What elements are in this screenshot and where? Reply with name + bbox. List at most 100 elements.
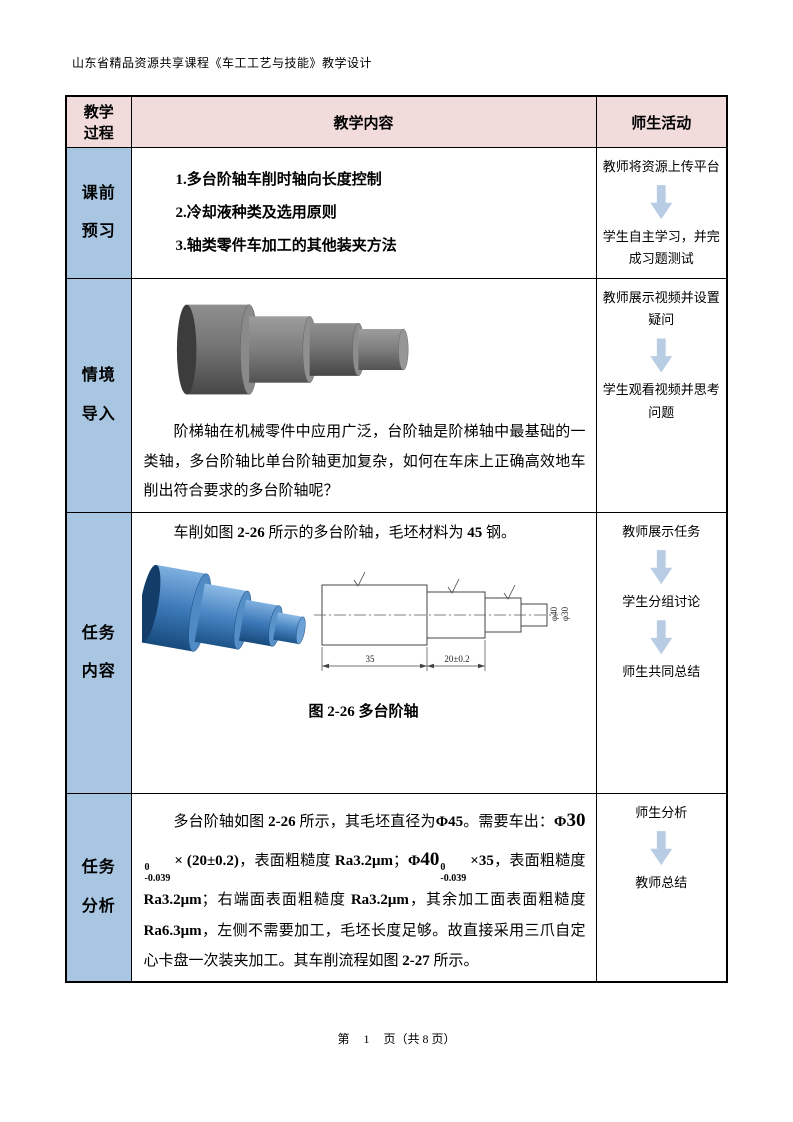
figure-row: 35 20±0.2 φ40 φ30: [141, 556, 596, 694]
activity-cell-task-content: 教师展示任务 学生分组讨论 师生共同总结: [595, 512, 728, 795]
table-header-row: 教学过程 教学内容 师生活动: [65, 95, 728, 148]
stage-label: 任务分析: [81, 859, 116, 915]
text-run: 所示的多台阶轴，毛坯材料为: [264, 525, 468, 542]
text-run: Ra6.3μm: [143, 922, 202, 939]
gray-shaft-svg: [176, 304, 408, 395]
down-arrow-icon: [650, 550, 673, 585]
text-run: 所示。: [429, 953, 479, 970]
text-run: 35: [478, 852, 494, 869]
text-run: ，表面粗糙度: [493, 852, 586, 869]
preview-item-2: 2.冷却液种类及选用原则: [175, 204, 337, 221]
table-row-task-content: 任务内容 车削如图 2-26 所示的多台阶轴，毛坯材料为 45 钢。: [65, 512, 728, 795]
tolerance-lower: -0.039: [144, 873, 171, 885]
tolerance-upper: 0: [144, 861, 150, 873]
text-run: 多台阶轴如图: [173, 814, 269, 831]
text-run: ；: [392, 852, 408, 869]
content-cell-task-content: 车削如图 2-26 所示的多台阶轴，毛坯材料为 45 钢。: [130, 512, 597, 795]
text-run: 20±0.2): [191, 852, 239, 869]
activity-step: 学生观看视频并思考问题: [602, 382, 720, 420]
text-run: Φ45: [435, 814, 464, 831]
document-header: 山东省精品资源共享课程《车工工艺与技能》教学设计: [72, 56, 373, 70]
dimension-value: 40: [420, 848, 440, 870]
text-run: 45: [467, 525, 483, 542]
gray-stepped-shaft-image: [170, 289, 596, 416]
page-number: 1: [363, 1032, 370, 1046]
blue-stepped-shaft-image: [141, 564, 306, 652]
diameter-label: φ40: [549, 606, 559, 621]
table-row-preview: 课前预习 1.多台阶轴车削时轴向长度控制 2.冷却液种类及选用原则 3.轴类零件…: [65, 146, 728, 280]
figure-ref: 2-26: [268, 814, 296, 831]
activity-flow: 教师展示视频并设置疑问 学生观看视频并思考问题: [597, 280, 726, 432]
figure-ref: 2-27: [402, 953, 430, 970]
technical-drawing: 35 20±0.2 φ40 φ30: [313, 571, 570, 671]
activity-step: 学生分组讨论: [622, 594, 701, 610]
diameter-label: φ30: [560, 606, 570, 621]
preview-list: 1.多台阶轴车削时轴向长度控制 2.冷却液种类及选用原则 3.轴类零件车加工的其…: [132, 164, 595, 263]
down-arrow-icon: [650, 185, 673, 220]
stage-cell-preview: 课前预习: [65, 146, 132, 280]
preview-item-1: 1.多台阶轴车削时轴向长度控制: [175, 171, 382, 188]
text-run: ，左侧不需要加工，毛坯长度足够。故直接采用三爪自定心卡盘一次装夹加工。其车削流程…: [143, 922, 586, 970]
activity-step: 学生自主学习，并完成习题测试: [602, 229, 720, 267]
preview-item-3: 3.轴类零件车加工的其他装夹方法: [175, 237, 397, 254]
text-run: 。需要车出：: [463, 814, 555, 831]
activity-step: 教师展示任务: [622, 524, 701, 540]
text-run: ；右端面表面粗糙度: [201, 891, 351, 908]
col-header-activity: 师生活动: [595, 95, 728, 148]
dimension-label: 20±0.2: [444, 654, 469, 664]
dimension-value: 30: [566, 810, 586, 832]
tolerance-lower: -0.039: [440, 873, 467, 885]
activity-step: 教师将资源上传平台: [602, 159, 720, 174]
col-header-process: 教学过程: [65, 95, 132, 148]
down-arrow-icon: [650, 338, 673, 373]
content-cell-situation: 阶梯轴在机械零件中应用广泛，台阶轴是阶梯轴中最基础的一类轴，多台阶轴比单台阶轴更…: [130, 278, 597, 514]
figure-ref: 2-26: [237, 525, 265, 542]
text-run: 车削如图: [173, 525, 238, 542]
text-run: Ra3.2μm: [334, 852, 393, 869]
stage-cell-situation: 情境导入: [65, 278, 132, 514]
activity-step: 师生共同总结: [622, 664, 701, 680]
activity-cell-task-analysis: 师生分析 教师总结: [595, 793, 728, 983]
tolerance-stack: 0-0.039: [440, 862, 466, 885]
stage-label: 情境导入: [81, 367, 116, 423]
activity-step: 教师总结: [635, 875, 688, 891]
text-run: × (: [170, 852, 192, 869]
tolerance-upper: 0: [440, 861, 446, 873]
content-cell-preview: 1.多台阶轴车削时轴向长度控制 2.冷却液种类及选用原则 3.轴类零件车加工的其…: [130, 146, 597, 280]
activity-flow: 教师将资源上传平台 学生自主学习，并完成习题测试: [597, 149, 726, 278]
text-run: Φ: [407, 852, 421, 869]
activity-cell-preview: 教师将资源上传平台 学生自主学习，并完成习题测试: [595, 146, 728, 280]
col-header-content: 教学内容: [130, 95, 597, 148]
activity-flow: 教师展示任务 学生分组讨论 师生共同总结: [597, 514, 726, 692]
table-row-situation: 情境导入: [65, 278, 728, 514]
footer-prefix: 第: [337, 1032, 350, 1046]
activity-cell-situation: 教师展示视频并设置疑问 学生观看视频并思考问题: [595, 278, 728, 514]
text-run: Ra3.2μm: [143, 891, 202, 908]
activity-flow: 师生分析 教师总结: [597, 795, 726, 903]
tolerance-stack: 0-0.039: [145, 862, 171, 885]
stage-label: 课前预习: [81, 184, 116, 241]
footer-suffix: 页（共 8 页）: [383, 1032, 456, 1046]
text-run: ，其余加工面表面粗糙度: [408, 891, 586, 908]
down-arrow-icon: [650, 620, 673, 655]
text-run: 钢。: [482, 525, 517, 542]
text-run: ，表面粗糙度: [238, 852, 335, 869]
stage-cell-task-content: 任务内容: [65, 512, 132, 795]
situation-paragraph: 阶梯轴在机械零件中应用广泛，台阶轴是阶梯轴中最基础的一类轴，多台阶轴比单台阶轴更…: [143, 424, 586, 499]
text-run: Ra3.2μm: [350, 891, 409, 908]
stage-cell-task-analysis: 任务分析: [65, 793, 132, 983]
text-run: Φ: [554, 814, 567, 831]
stage-label: 任务内容: [81, 624, 116, 681]
teaching-design-table: 教学过程 教学内容 师生活动 课前预习 1.多台阶轴车削时轴向长度控制 2.冷却…: [65, 95, 728, 984]
activity-step: 师生分析: [635, 805, 688, 821]
figure-caption: 图 2-26 多台阶轴: [308, 703, 419, 720]
activity-step: 教师展示视频并设置疑问: [602, 290, 720, 328]
down-arrow-icon: [650, 831, 673, 866]
dimension-label: 35: [365, 654, 375, 664]
text-run: 所示，其毛坯直径为: [295, 814, 436, 831]
